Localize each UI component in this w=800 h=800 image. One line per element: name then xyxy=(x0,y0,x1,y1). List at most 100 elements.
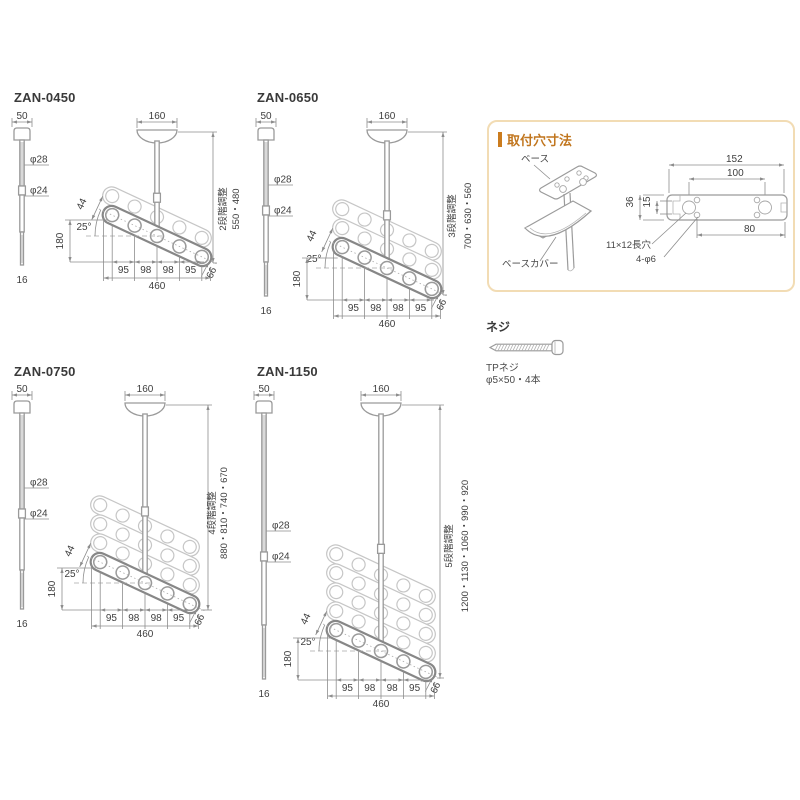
main-pole xyxy=(384,140,390,261)
main-pole-joint xyxy=(152,192,162,203)
dim-label: 95 xyxy=(342,683,354,694)
pole-lower xyxy=(261,560,267,626)
dim-label: 25° xyxy=(306,254,321,265)
dim-label: 95 xyxy=(415,303,427,314)
dim-label: 50 xyxy=(258,385,270,395)
dim-label: 160 xyxy=(373,385,390,395)
dim-label: 44 xyxy=(75,196,90,211)
dim-label: 5段階調整 xyxy=(443,524,455,568)
plate-offset-label: 15 xyxy=(642,196,653,208)
base-cover-label: ベースカバー xyxy=(502,259,559,270)
main-pole xyxy=(378,413,384,644)
pole-joint xyxy=(259,551,269,562)
dim-label: φ28 xyxy=(274,175,292,186)
model-title: ZAN-0650 xyxy=(257,90,319,105)
dim-label: 95 xyxy=(185,265,197,276)
mounting-hole-section: 取付穴寸法 ベース ベースカバー xyxy=(487,120,795,292)
hole-count-label: 4-φ6 xyxy=(636,254,656,265)
base-label: ベース xyxy=(521,154,549,165)
dim-label: 95 xyxy=(118,265,130,276)
dim-label: 460 xyxy=(149,281,166,292)
dim-label: 50 xyxy=(16,112,28,122)
plate-height-label: 36 xyxy=(625,196,636,208)
pole-cap xyxy=(255,400,273,414)
dim-label: 180 xyxy=(47,580,58,597)
dim-label: 16 xyxy=(16,275,28,286)
pole-lower xyxy=(19,194,25,233)
dim-label: 98 xyxy=(128,613,140,624)
screw-type: TPネジ xyxy=(486,363,519,374)
base-isometric-drawing: ベース ベースカバー xyxy=(502,154,598,272)
dim-label: 98 xyxy=(163,265,175,276)
dim-label: 66 xyxy=(429,680,444,695)
dim-label: 2段階調整 xyxy=(217,187,229,231)
dim-label: φ28 xyxy=(272,521,290,532)
pole-lower xyxy=(263,214,269,263)
dim-label: φ24 xyxy=(30,509,48,520)
dim-label: φ24 xyxy=(274,206,292,217)
main-pole xyxy=(142,413,148,576)
screw-spec: φ5×50・4本 xyxy=(486,375,541,386)
main-pole-joint xyxy=(382,210,392,221)
dim-label: 98 xyxy=(370,303,382,314)
arm-stage-1 xyxy=(86,551,206,615)
dim-label: 44 xyxy=(299,611,314,626)
pole-upper xyxy=(263,139,269,207)
dim-label: 16 xyxy=(16,619,28,630)
pole-upper xyxy=(261,412,267,553)
dim-label: 95 xyxy=(173,613,185,624)
model-title: ZAN-0750 xyxy=(14,364,76,379)
dim-label: 66 xyxy=(435,297,450,312)
dim-label: 16 xyxy=(260,306,272,317)
pole-upper xyxy=(19,412,25,510)
dim-label: 95 xyxy=(106,613,118,624)
main-pole-joint xyxy=(140,506,150,517)
dim-label: φ24 xyxy=(272,552,290,563)
model-title: ZAN-1150 xyxy=(257,364,318,379)
dim-label: 700・630・560 xyxy=(463,183,474,250)
dim-label: 98 xyxy=(387,683,399,694)
dim-label: 460 xyxy=(137,629,154,640)
pole-cap xyxy=(257,127,275,141)
dim-label: 25° xyxy=(300,637,315,648)
dim-label: 160 xyxy=(137,385,154,395)
dim-label: 66 xyxy=(193,612,208,627)
dim-label: 50 xyxy=(260,112,272,122)
plate-width-label: 152 xyxy=(726,154,743,165)
dim-label: 1200・1130・1060・990・920 xyxy=(460,480,471,612)
dim-label: 3段階調整 xyxy=(446,194,458,238)
screw-drawing xyxy=(488,339,564,356)
base-plate-sketch xyxy=(538,165,598,200)
dim-label: 460 xyxy=(379,319,396,330)
dim-label: 98 xyxy=(140,265,152,276)
dim-label: 95 xyxy=(348,303,360,314)
arm-stage-1 xyxy=(98,204,218,268)
pole-cap xyxy=(13,400,31,414)
dim-label: φ28 xyxy=(30,478,48,489)
dim-label: 4段階調整 xyxy=(206,491,218,535)
dim-label: 98 xyxy=(393,303,405,314)
pole-upper xyxy=(19,139,25,187)
pole-joint xyxy=(17,185,27,196)
dim-label: φ24 xyxy=(30,186,48,197)
hole-span-label: 100 xyxy=(727,168,744,179)
dim-label: 98 xyxy=(151,613,163,624)
main-pole-joint xyxy=(376,543,386,555)
dim-label: φ28 xyxy=(30,155,48,166)
dim-label: 460 xyxy=(373,699,390,710)
dim-label: 550・480 xyxy=(231,188,242,229)
dim-label: 44 xyxy=(63,543,78,558)
screw-section-title: ネジ xyxy=(486,320,511,334)
dim-label: 160 xyxy=(149,112,166,122)
pole-lower xyxy=(19,517,25,571)
pole-joint xyxy=(261,205,271,216)
arm-stage-1 xyxy=(328,236,448,300)
